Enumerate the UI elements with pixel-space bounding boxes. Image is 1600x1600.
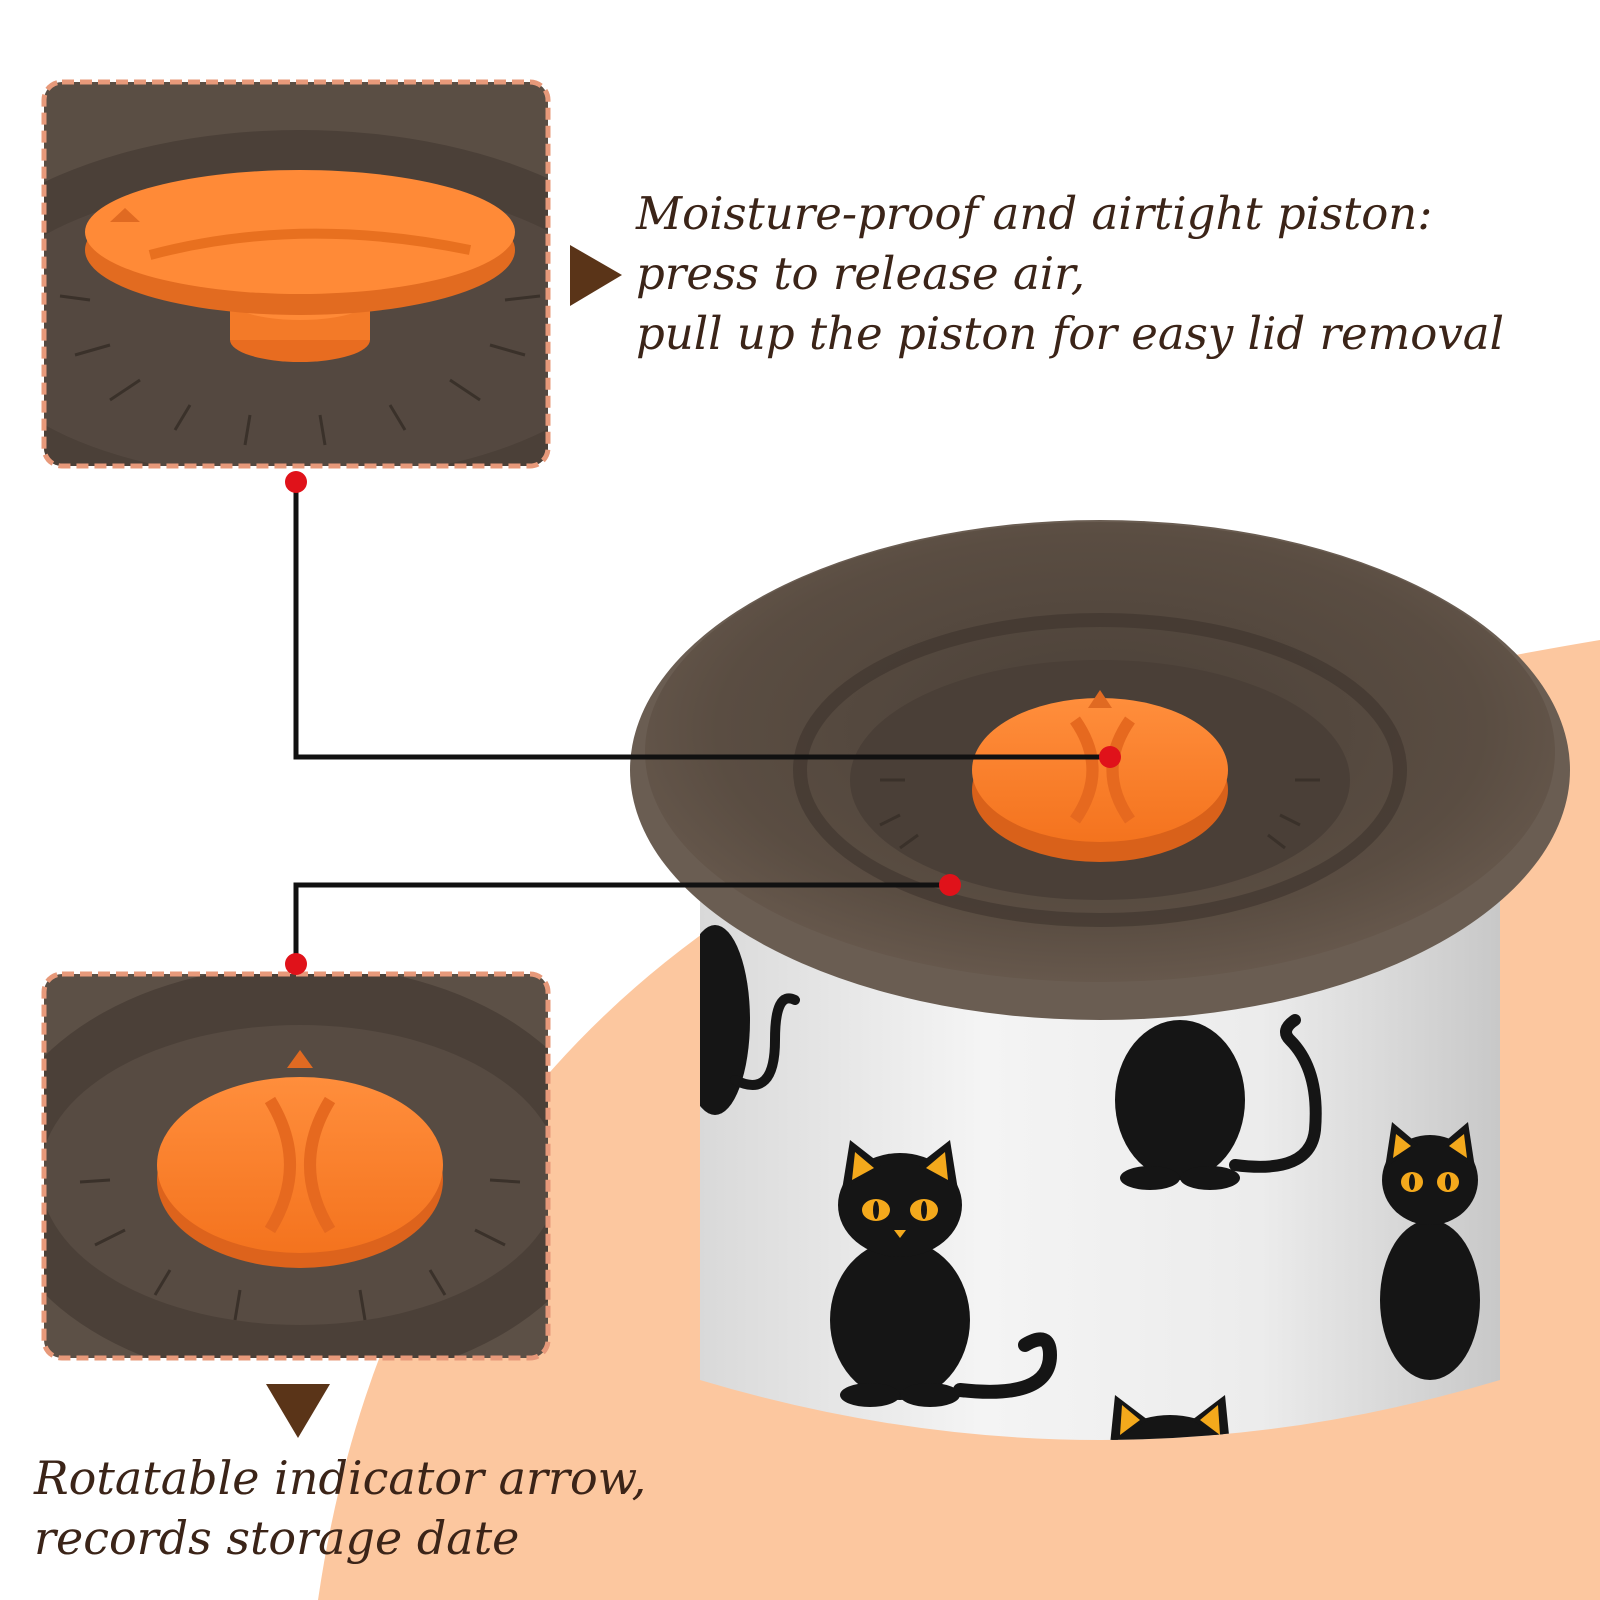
detail-frame-piston (41, 79, 551, 469)
callout-line-indicator (293, 882, 950, 964)
triangle-right-icon (570, 245, 622, 306)
indicator-arrow-closeup-icon (287, 1050, 313, 1068)
red-dot-marker-icon (285, 471, 307, 493)
caption-piston-line-1: Moisture-proof and airtight piston: (636, 187, 1433, 240)
date-dial-ticks (879, 778, 1320, 850)
caption-piston-line-2: press to release air, (636, 247, 1086, 300)
piston-knob (972, 698, 1228, 842)
lid-ring (793, 613, 1407, 927)
frame-border-top (41, 79, 551, 469)
caption-indicator-line-2: records storage date (34, 1511, 520, 1565)
caption-piston-line-3: pull up the piston for easy lid removal (636, 307, 1505, 360)
cat-pattern (700, 925, 1480, 1440)
food-container (630, 520, 1570, 1440)
caption-indicator: Rotatable indicator arrow, records stora… (34, 1448, 646, 1568)
triangle-down-icon (266, 1384, 330, 1438)
callout-markers (285, 471, 1121, 975)
caption-indicator-line-1: Rotatable indicator arrow, (34, 1451, 647, 1505)
callout-lines (293, 482, 1110, 964)
detail-frame-indicator (41, 971, 551, 1361)
indicator-arrow-icon (1088, 690, 1112, 708)
caption-piston: Moisture-proof and airtight piston: pres… (636, 184, 1504, 364)
red-dot-marker-icon (285, 953, 307, 975)
indicator-knob-closeup (157, 1077, 443, 1253)
red-dot-marker-icon (1099, 746, 1121, 768)
red-dot-marker-icon (939, 874, 961, 896)
callout-line-piston (293, 482, 1110, 760)
